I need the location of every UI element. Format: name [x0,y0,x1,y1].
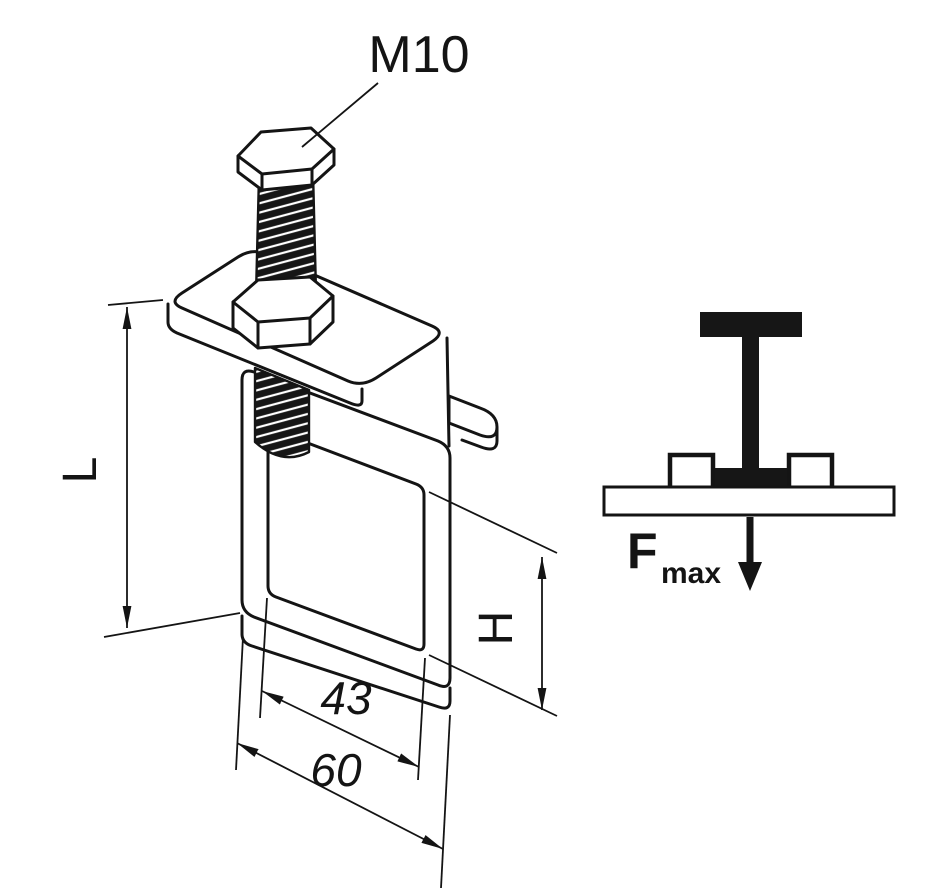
dim-h-label: H [470,611,523,646]
dim-l-ext-bottom [103,612,241,638]
dim-60-label: 60 [310,744,362,796]
clamp-clip-left [667,452,716,488]
mounting-plate [602,485,896,517]
top-plate-thickness [166,302,364,407]
side-tab [447,394,499,451]
dimension-60: 60 [235,636,451,889]
dim-h-ext-top [428,491,558,554]
clamp-clips [667,452,835,488]
load-schematic: F max [602,312,896,591]
m10-callout: M10 [301,26,470,148]
dim-h-ext-bottom [428,654,558,717]
m10-leader-line [301,82,379,148]
dim-60-line [236,742,444,850]
dim-60-ext-left [235,636,244,771]
dim-l-label: L [54,457,107,484]
force-label: F max [627,523,721,590]
bolt-head [236,126,336,192]
t-profile-beam [700,312,802,487]
clamp-clip-right [786,452,835,488]
dim-l-ext-top [107,299,164,306]
t-profile-bottom-flange [705,468,797,487]
dim-60-ext-right [440,714,451,889]
force-subscript: max [661,557,721,590]
hex-nut [231,275,335,350]
dimension-h: H [428,491,558,717]
force-arrow [738,517,762,591]
m10-label: M10 [368,26,469,84]
threaded-rod-lower [253,366,311,459]
t-profile-top-flange [700,312,802,337]
force-symbol: F [627,523,658,579]
dimension-l: L [54,299,241,638]
dim-43-label: 43 [320,672,372,724]
clamp-drawing [166,126,499,710]
dim-43-ext-left [259,597,268,719]
t-profile-stem [742,335,759,475]
clamp-right-bend-edge [445,336,451,448]
